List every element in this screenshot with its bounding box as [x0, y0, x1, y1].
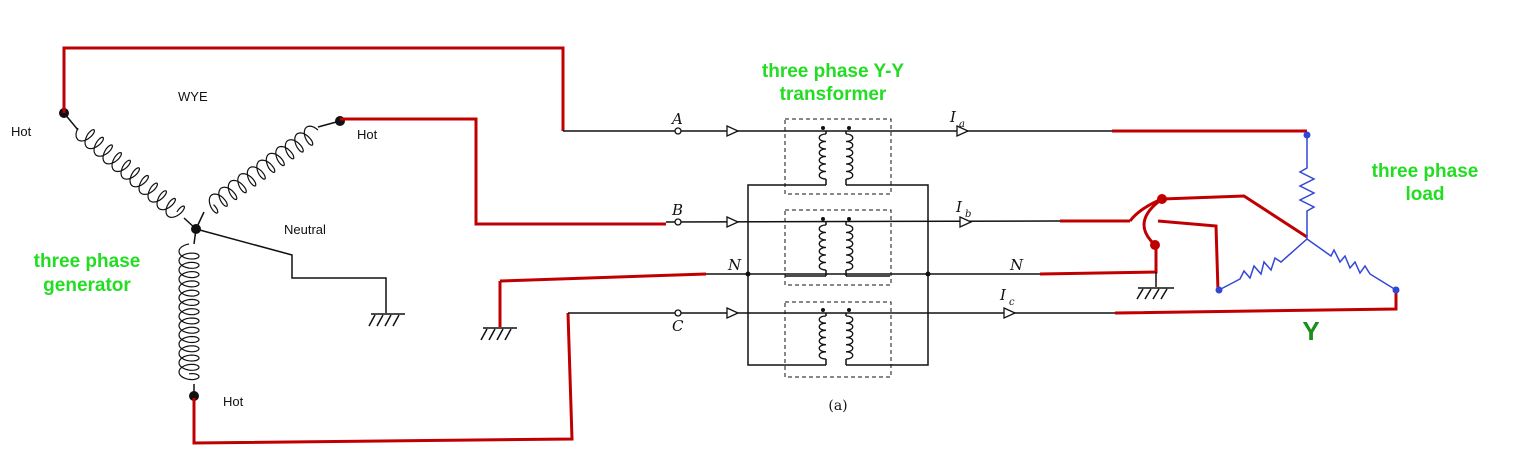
red-wire-phase-c	[192, 312, 574, 445]
load-node-a	[1303, 131, 1311, 139]
transformer-windings	[785, 126, 890, 366]
label-current-c: I	[999, 286, 1007, 304]
red-wire-load-c	[1114, 290, 1398, 315]
transformer-caption: (a)	[828, 398, 847, 414]
arrow-a-secondary	[956, 124, 970, 138]
junction-dot-b-bottom	[1150, 240, 1160, 250]
label-hot-c: Hot	[223, 394, 244, 409]
arrow-b-secondary	[959, 215, 973, 229]
label-line-a: A	[670, 110, 683, 128]
red-wire-load-b-top	[1161, 194, 1308, 239]
load-node-c	[1392, 286, 1400, 294]
red-wire-neutral-load	[1039, 245, 1158, 276]
arrow-c-secondary	[1003, 306, 1017, 320]
label-hot-a: Hot	[11, 124, 32, 139]
primary-star-bus	[747, 184, 785, 366]
secondary-neutral-dot	[925, 271, 931, 277]
label-current-c-sub: c	[1009, 297, 1015, 308]
generator-star-point	[191, 224, 201, 234]
arrow-b-primary	[726, 215, 740, 229]
arrow-a-primary	[726, 124, 740, 138]
label-current-a-sub: a	[959, 119, 965, 130]
generator-ground-symbol	[368, 313, 405, 327]
terminal-a	[674, 127, 682, 135]
load-title-line2: load	[1405, 184, 1444, 205]
transformer-lines	[563, 130, 1115, 366]
label-current-b-sub: b	[965, 209, 971, 220]
arrow-c-primary	[726, 306, 740, 320]
red-wire-neutral-top	[499, 272, 707, 283]
generator-title-line2: generator	[43, 275, 131, 296]
load-network	[1218, 135, 1397, 291]
transformer-title-line2: transformer	[780, 84, 887, 105]
label-wye: WYE	[178, 89, 208, 104]
generator-terminal-c	[189, 391, 199, 401]
red-wiring	[62, 46, 1398, 445]
red-wire-load-b-right	[1157, 219, 1220, 292]
red-wire-load-b-hop	[1128, 197, 1163, 247]
transformer-box-a	[784, 118, 892, 195]
junction-dot-b-top	[1157, 194, 1167, 204]
primary-neutral-dot	[745, 271, 751, 277]
red-wire-phase-b	[340, 117, 666, 226]
neutral-ground-right	[1136, 272, 1174, 300]
load-resistor-right	[1306, 238, 1397, 291]
load-node-b	[1215, 286, 1223, 294]
label-current-b: I	[955, 198, 963, 216]
generator-coil-b	[195, 120, 341, 230]
generator-coil-c	[178, 228, 200, 396]
red-wire-phase-a	[62, 46, 565, 131]
label-line-b: B	[671, 201, 683, 219]
label-line-n-right: N	[1009, 256, 1024, 274]
label-hot-b: Hot	[357, 127, 378, 142]
load-connection-label: Y	[1302, 316, 1319, 346]
label-neutral: Neutral	[284, 222, 326, 237]
load-resistor-top	[1298, 135, 1316, 239]
line-b	[665, 220, 1061, 223]
neutral-ground-left	[480, 327, 517, 341]
transformer-boxes	[784, 118, 892, 378]
load-title-line1: three phase	[1372, 161, 1479, 182]
transformer-box-c	[784, 301, 892, 378]
label-line-c: C	[672, 317, 684, 335]
terminal-c	[674, 309, 682, 317]
transformer-title-line1: three phase Y-Y	[762, 61, 905, 82]
label-current-a: I	[949, 108, 957, 126]
generator-neutral-lead	[195, 228, 387, 313]
terminal-b	[674, 218, 682, 226]
transformer-box-b	[784, 209, 892, 286]
secondary-star-bus	[890, 184, 929, 366]
generator-title-line1: three phase	[34, 251, 141, 272]
load-resistor-left	[1218, 238, 1308, 291]
terminal-markers	[674, 124, 1017, 320]
label-line-n: N	[727, 256, 742, 274]
generator-coil-a	[63, 112, 197, 230]
